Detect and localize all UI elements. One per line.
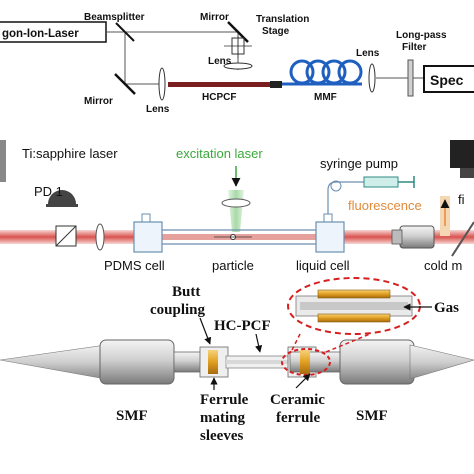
ceramic-label-1: Ceramic [270,392,325,408]
mmf-label: MMF [314,92,337,103]
ceramic-label-2: ferrule [276,410,320,426]
hcpcf-label: HCPCF [202,92,236,103]
ti-sapphire-label: Ti:sapphire laser [22,146,118,161]
fi-label: fi [458,192,465,207]
objective-icon [399,225,435,249]
translation-stage-label-1: Translation [256,14,309,25]
spectrometer-box [423,65,474,93]
smf-left-cone [0,344,107,380]
spectrometer-label: Spec [430,72,464,88]
smf-left-body [99,339,175,385]
filter-label-2: Filter [402,42,427,53]
zoom-line-1 [291,333,301,351]
panel-top: gon-Ion-Laser Beamsplitter Mirror Transl… [0,12,474,115]
butt-coupling-label-1: Butt [172,284,200,300]
inset-gold-top [317,289,391,299]
syringe-tube [327,181,364,214]
photodiode-icon [48,190,76,204]
hcpcf-fiber [168,82,270,87]
fluorescence-label: fluorescence [348,198,422,213]
lens-upper-icon [223,62,253,70]
syringe-icon [363,176,399,188]
beamsplitter-label: Beamsplitter [84,12,145,23]
argon-laser-label: gon-Ion-Laser [2,28,79,40]
pdms-cell-icon [133,221,163,253]
smf-right-cone [409,344,474,380]
beamsplitter-icon [115,22,135,42]
pdms-cell-label: PDMS cell [104,258,165,273]
ceramic-pointer [295,373,311,389]
hc-pcf-core [226,360,290,364]
smf-right-label: SMF [356,408,388,424]
inset-gold-bottom [317,313,391,323]
smf-right-body [339,339,415,385]
hc-pcf-label: HC-PCF [214,318,271,334]
ferrule-label-1: Ferrule [200,392,249,408]
translation-stage-label-2: Stage [262,26,290,37]
gold-coupling-right [300,350,310,374]
lens-lower-icon [158,67,166,101]
long-pass-filter-icon [407,59,414,97]
smf-left-label: SMF [116,408,148,424]
hc-pcf-pointer [255,333,263,353]
pd-label: PD 1 [34,184,63,199]
hcpcf-connector [270,81,282,88]
lens-right-label: Lens [356,48,380,59]
mirror-bottom-icon [114,73,136,95]
excitation-lens-icon [221,198,251,208]
lens-lower-label: Lens [146,104,170,115]
objective-tip [391,229,403,245]
detector-icon [450,140,474,168]
butt-coupling-pointer [199,317,212,345]
ferrule-label-2: mating [200,410,246,426]
liquid-cell-label: liquid cell [296,258,350,273]
mmf-coil [282,59,363,86]
ferrule-label-3: sleeves [200,428,243,444]
mirror-top-icon [227,21,249,43]
gold-coupling-left [208,350,218,374]
zoom-line-2 [325,333,371,353]
filter-label-1: Long-pass [396,30,447,41]
photodiode-base [46,204,78,207]
cold-mirror-icon [451,221,474,257]
gas-label: Gas [434,300,459,316]
inset-core [300,302,408,310]
ti-sapphire-laser-box [0,140,6,182]
green-beam [228,190,244,232]
pdms-cell-port [141,213,151,223]
ferrule-right [289,351,343,373]
syringe-tube-loop [330,180,342,192]
mirror-bottom-label: Mirror [84,96,113,107]
lens-right-icon [368,63,376,93]
panel-middle: Ti:sapphire laser PD 1 excitation laser … [0,140,474,273]
lens-upper-label: Lens [208,56,232,67]
panel-bottom: SMF HC-PCF SMF Gas Butt coupling [0,277,474,444]
particle-label: particle [212,258,254,273]
middle-lens-icon [95,223,105,251]
excitation-label: excitation laser [176,146,263,161]
liquid-cell-icon [315,221,345,253]
syringe-label: syringe pump [320,156,398,171]
liquid-cell-port [323,213,333,223]
bs-cube-diagonal [55,225,77,247]
butt-coupling-label-2: coupling [150,302,206,318]
mirror-top-label: Mirror [200,12,229,23]
cold-mirror-label: cold m [424,258,462,273]
detector-neck [460,168,474,178]
